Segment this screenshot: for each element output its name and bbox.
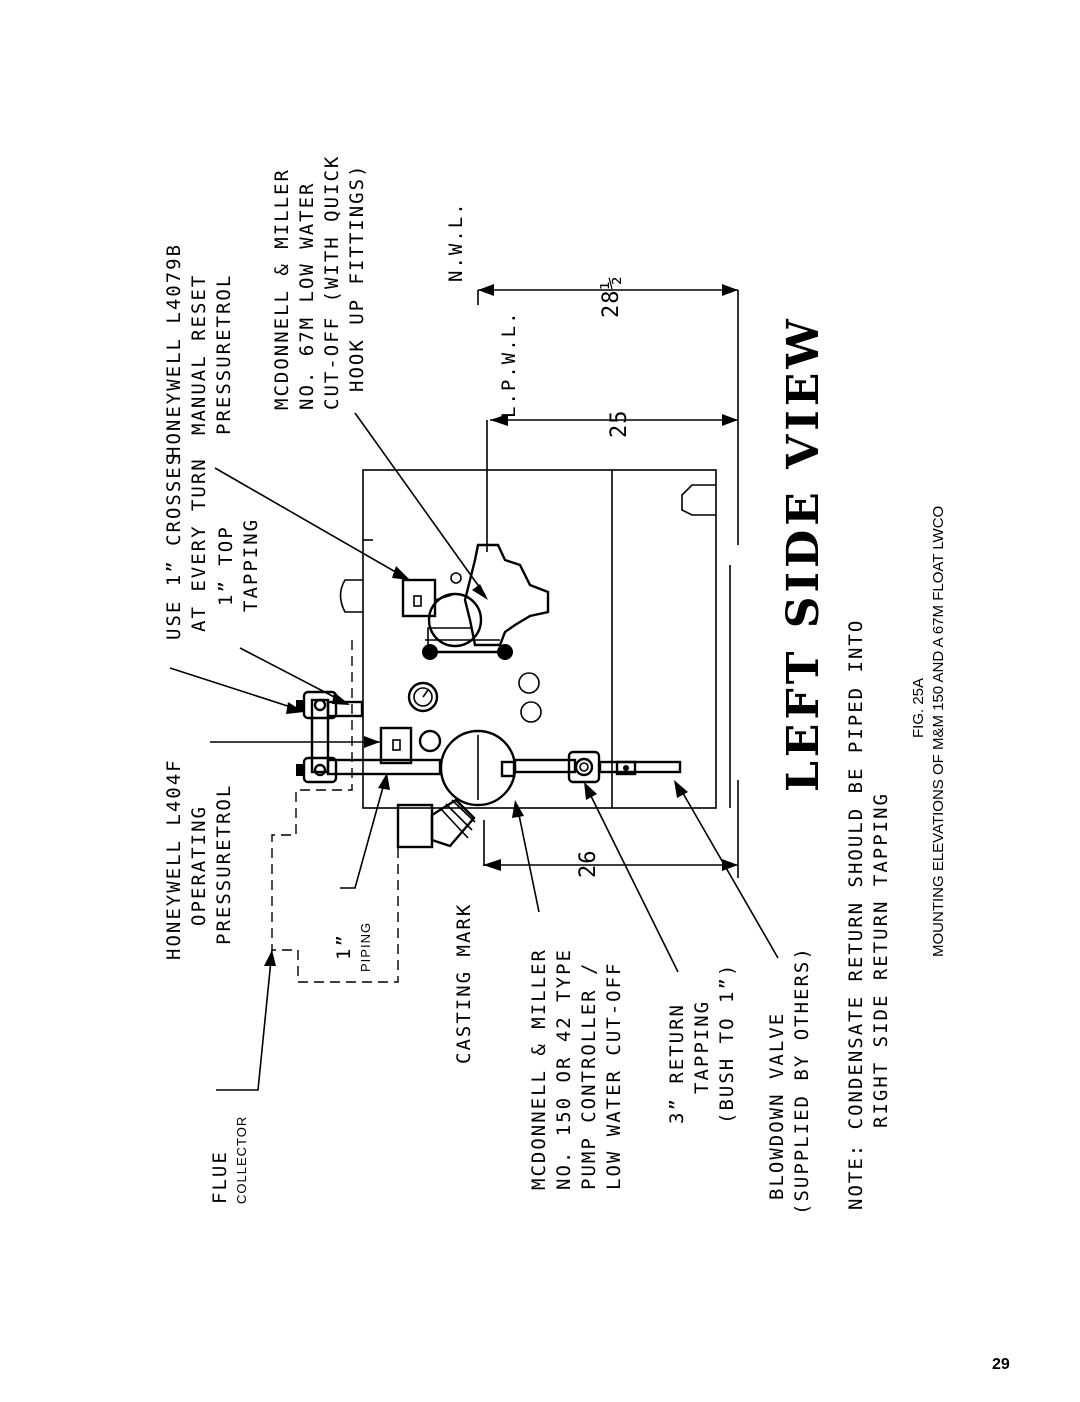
- svg-text:HONEYWELL L4079B: HONEYWELL L4079B: [163, 243, 185, 458]
- svg-text:MOUNTING ELEVATIONS OF M&M 150: MOUNTING ELEVATIONS OF M&M 150 AND A 67M…: [930, 506, 947, 957]
- svg-text:CASTING MARK: CASTING MARK: [453, 903, 475, 1064]
- svg-text:NOTE: CONDENSATE RETURN SHOULD: NOTE: CONDENSATE RETURN SHOULD BE PIPED …: [845, 619, 867, 1210]
- flue-collector-outline: [271, 640, 399, 983]
- svg-text:PRESSURETROL: PRESSURETROL: [213, 784, 235, 945]
- svg-text:AT EVERY TURN: AT EVERY TURN: [188, 457, 210, 632]
- svg-text:MANUAL RESET: MANUAL RESET: [188, 274, 210, 435]
- page-number: 29: [992, 1356, 1010, 1373]
- dimension-lines: [477, 284, 739, 878]
- pressure-gauge: [407, 681, 442, 753]
- svg-text:OPERATING: OPERATING: [188, 805, 210, 926]
- label-top-tapping: 1” TOP TAPPING: [215, 518, 262, 612]
- note-condensate-return: NOTE: CONDENSATE RETURN SHOULD BE PIPED …: [845, 619, 892, 1210]
- svg-text:RIGHT SIDE RETURN TAPPING: RIGHT SIDE RETURN TAPPING: [870, 792, 892, 1128]
- svg-text:FIG. 25A: FIG. 25A: [910, 678, 927, 738]
- label-honeywell-l404f: HONEYWELL L404F OPERATING PRESSURETROL: [163, 758, 235, 960]
- label-mcdonnell-67m: MCDONNELL & MILLER NO. 67M LOW WATER CUT…: [271, 155, 368, 410]
- svg-text:MCDONNELL & MILLER: MCDONNELL & MILLER: [271, 168, 293, 410]
- svg-text:PUMP CONTROLLER /: PUMP CONTROLLER /: [578, 962, 600, 1190]
- l404f-pressuretrol: [379, 726, 413, 765]
- svg-text:3” RETURN: 3” RETURN: [666, 1003, 688, 1124]
- svg-text:CUT-OFF (WITH QUICK: CUT-OFF (WITH QUICK: [321, 155, 343, 410]
- svg-text:TAPPING: TAPPING: [691, 1000, 713, 1094]
- leader-lines: [169, 412, 779, 1091]
- dim-28-half: 28½: [599, 275, 624, 318]
- svg-text:FLUE: FLUE: [209, 1150, 231, 1204]
- label-blowdown-valve: BLOWDOWN VALVE (SUPPLIED BY OTHERS): [766, 946, 813, 1215]
- label-casting-mark: CASTING MARK: [453, 903, 475, 1064]
- svg-text:1” TOP: 1” TOP: [215, 525, 237, 606]
- label-use-crosses: USE 1” CROSSES AT EVERY TURN: [163, 452, 210, 640]
- label-flue-collector: FLUE COLLECTOR: [209, 1116, 249, 1204]
- dim-26: 26: [576, 850, 601, 879]
- svg-text:LOW WATER CUT-OFF: LOW WATER CUT-OFF: [603, 962, 625, 1190]
- return-tappings: [518, 672, 542, 723]
- boiler-outline: [339, 469, 731, 809]
- figure-caption: FIG. 25A MOUNTING ELEVATIONS OF M&M 150 …: [910, 506, 947, 957]
- svg-text:BLOWDOWN VALVE: BLOWDOWN VALVE: [766, 1012, 788, 1200]
- svg-text:PIPING: PIPING: [358, 922, 373, 972]
- label-mcdonnell-150: MCDONNELL & MILLER NO. 150 OR 42 TYPE PU…: [528, 948, 625, 1190]
- nwl-label: N.W.L.: [445, 201, 467, 282]
- svg-text:NO. 67M LOW WATER: NO. 67M LOW WATER: [296, 182, 318, 410]
- view-title: LEFT SIDE VIEW: [778, 315, 829, 792]
- svg-text:TAPPING: TAPPING: [240, 518, 262, 612]
- svg-text:NO. 150 OR 42 TYPE: NO. 150 OR 42 TYPE: [553, 948, 575, 1190]
- svg-text:USE 1” CROSSES: USE 1” CROSSES: [163, 452, 185, 640]
- blowdown-valve: [567, 750, 637, 784]
- mm150-controller: [439, 729, 517, 807]
- mm67m-lwco: [422, 543, 550, 660]
- drain-fitting: [396, 798, 476, 849]
- svg-text:PRESSURETROL: PRESSURETROL: [213, 274, 235, 435]
- dim-25: 25: [607, 410, 632, 439]
- label-3in-return-tapping: 3” RETURN TAPPING (BUSH TO 1”): [666, 963, 738, 1124]
- svg-text:COLLECTOR: COLLECTOR: [234, 1116, 249, 1204]
- lpwl-label: L.P.W.L.: [498, 310, 520, 418]
- svg-text:(SUPPLIED BY OTHERS): (SUPPLIED BY OTHERS): [791, 946, 813, 1215]
- svg-text:(BUSH TO 1”): (BUSH TO 1”): [716, 963, 738, 1124]
- svg-text:HONEYWELL L404F: HONEYWELL L404F: [163, 758, 185, 960]
- svg-text:1”: 1”: [333, 933, 355, 960]
- label-honeywell-l4079b: HONEYWELL L4079B MANUAL RESET PRESSURETR…: [163, 243, 235, 458]
- piping-network: [296, 690, 682, 784]
- l4079b-pressuretrol: [401, 578, 453, 618]
- label-1in-piping: 1” PIPING: [333, 922, 373, 972]
- svg-text:HOOK UP FITTINGS): HOOK UP FITTINGS): [346, 164, 368, 392]
- svg-text:MCDONNELL & MILLER: MCDONNELL & MILLER: [528, 948, 550, 1190]
